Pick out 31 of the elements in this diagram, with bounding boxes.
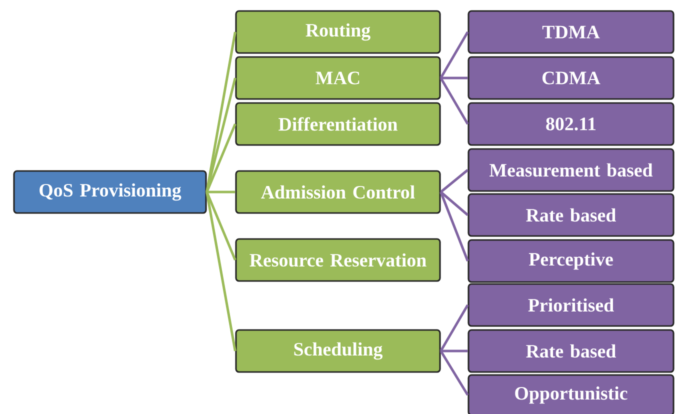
connector-line <box>440 350 468 352</box>
connector-line <box>440 77 469 125</box>
topic-box: MAC <box>235 56 441 100</box>
connector-line <box>206 124 236 192</box>
topic-box: Perceptive <box>468 239 674 283</box>
topic-box: Prioritised <box>468 283 674 327</box>
topic-box: TDMA <box>468 10 674 54</box>
topic-box: CDMA <box>468 56 674 100</box>
connector-line <box>206 192 236 260</box>
connector-line <box>206 190 236 194</box>
topic-box: Rate based <box>468 329 674 373</box>
topic-box: Resource Reservation <box>235 238 441 282</box>
topic-box: Differentiation <box>235 102 441 146</box>
connector-line <box>440 191 469 216</box>
connector-line <box>440 31 469 79</box>
connector-line <box>206 32 236 192</box>
connector-line <box>440 76 468 80</box>
topic-box: 802.11 <box>468 102 674 146</box>
topic-box: Admission Control <box>235 170 441 214</box>
topic-box: Routing <box>235 10 441 54</box>
connector-line <box>206 78 236 192</box>
topic-box: Scheduling <box>235 329 441 373</box>
connector-line <box>440 192 469 262</box>
topic-box: Opportunistic <box>468 374 674 414</box>
topic-box: QoS Provisioning <box>13 170 207 214</box>
connector-line <box>440 350 469 396</box>
connector-line <box>440 304 469 352</box>
connector-line <box>440 169 468 193</box>
topic-box: Measurement based <box>468 148 674 192</box>
topic-box: Rate based <box>468 193 674 237</box>
connector-line <box>206 192 236 352</box>
